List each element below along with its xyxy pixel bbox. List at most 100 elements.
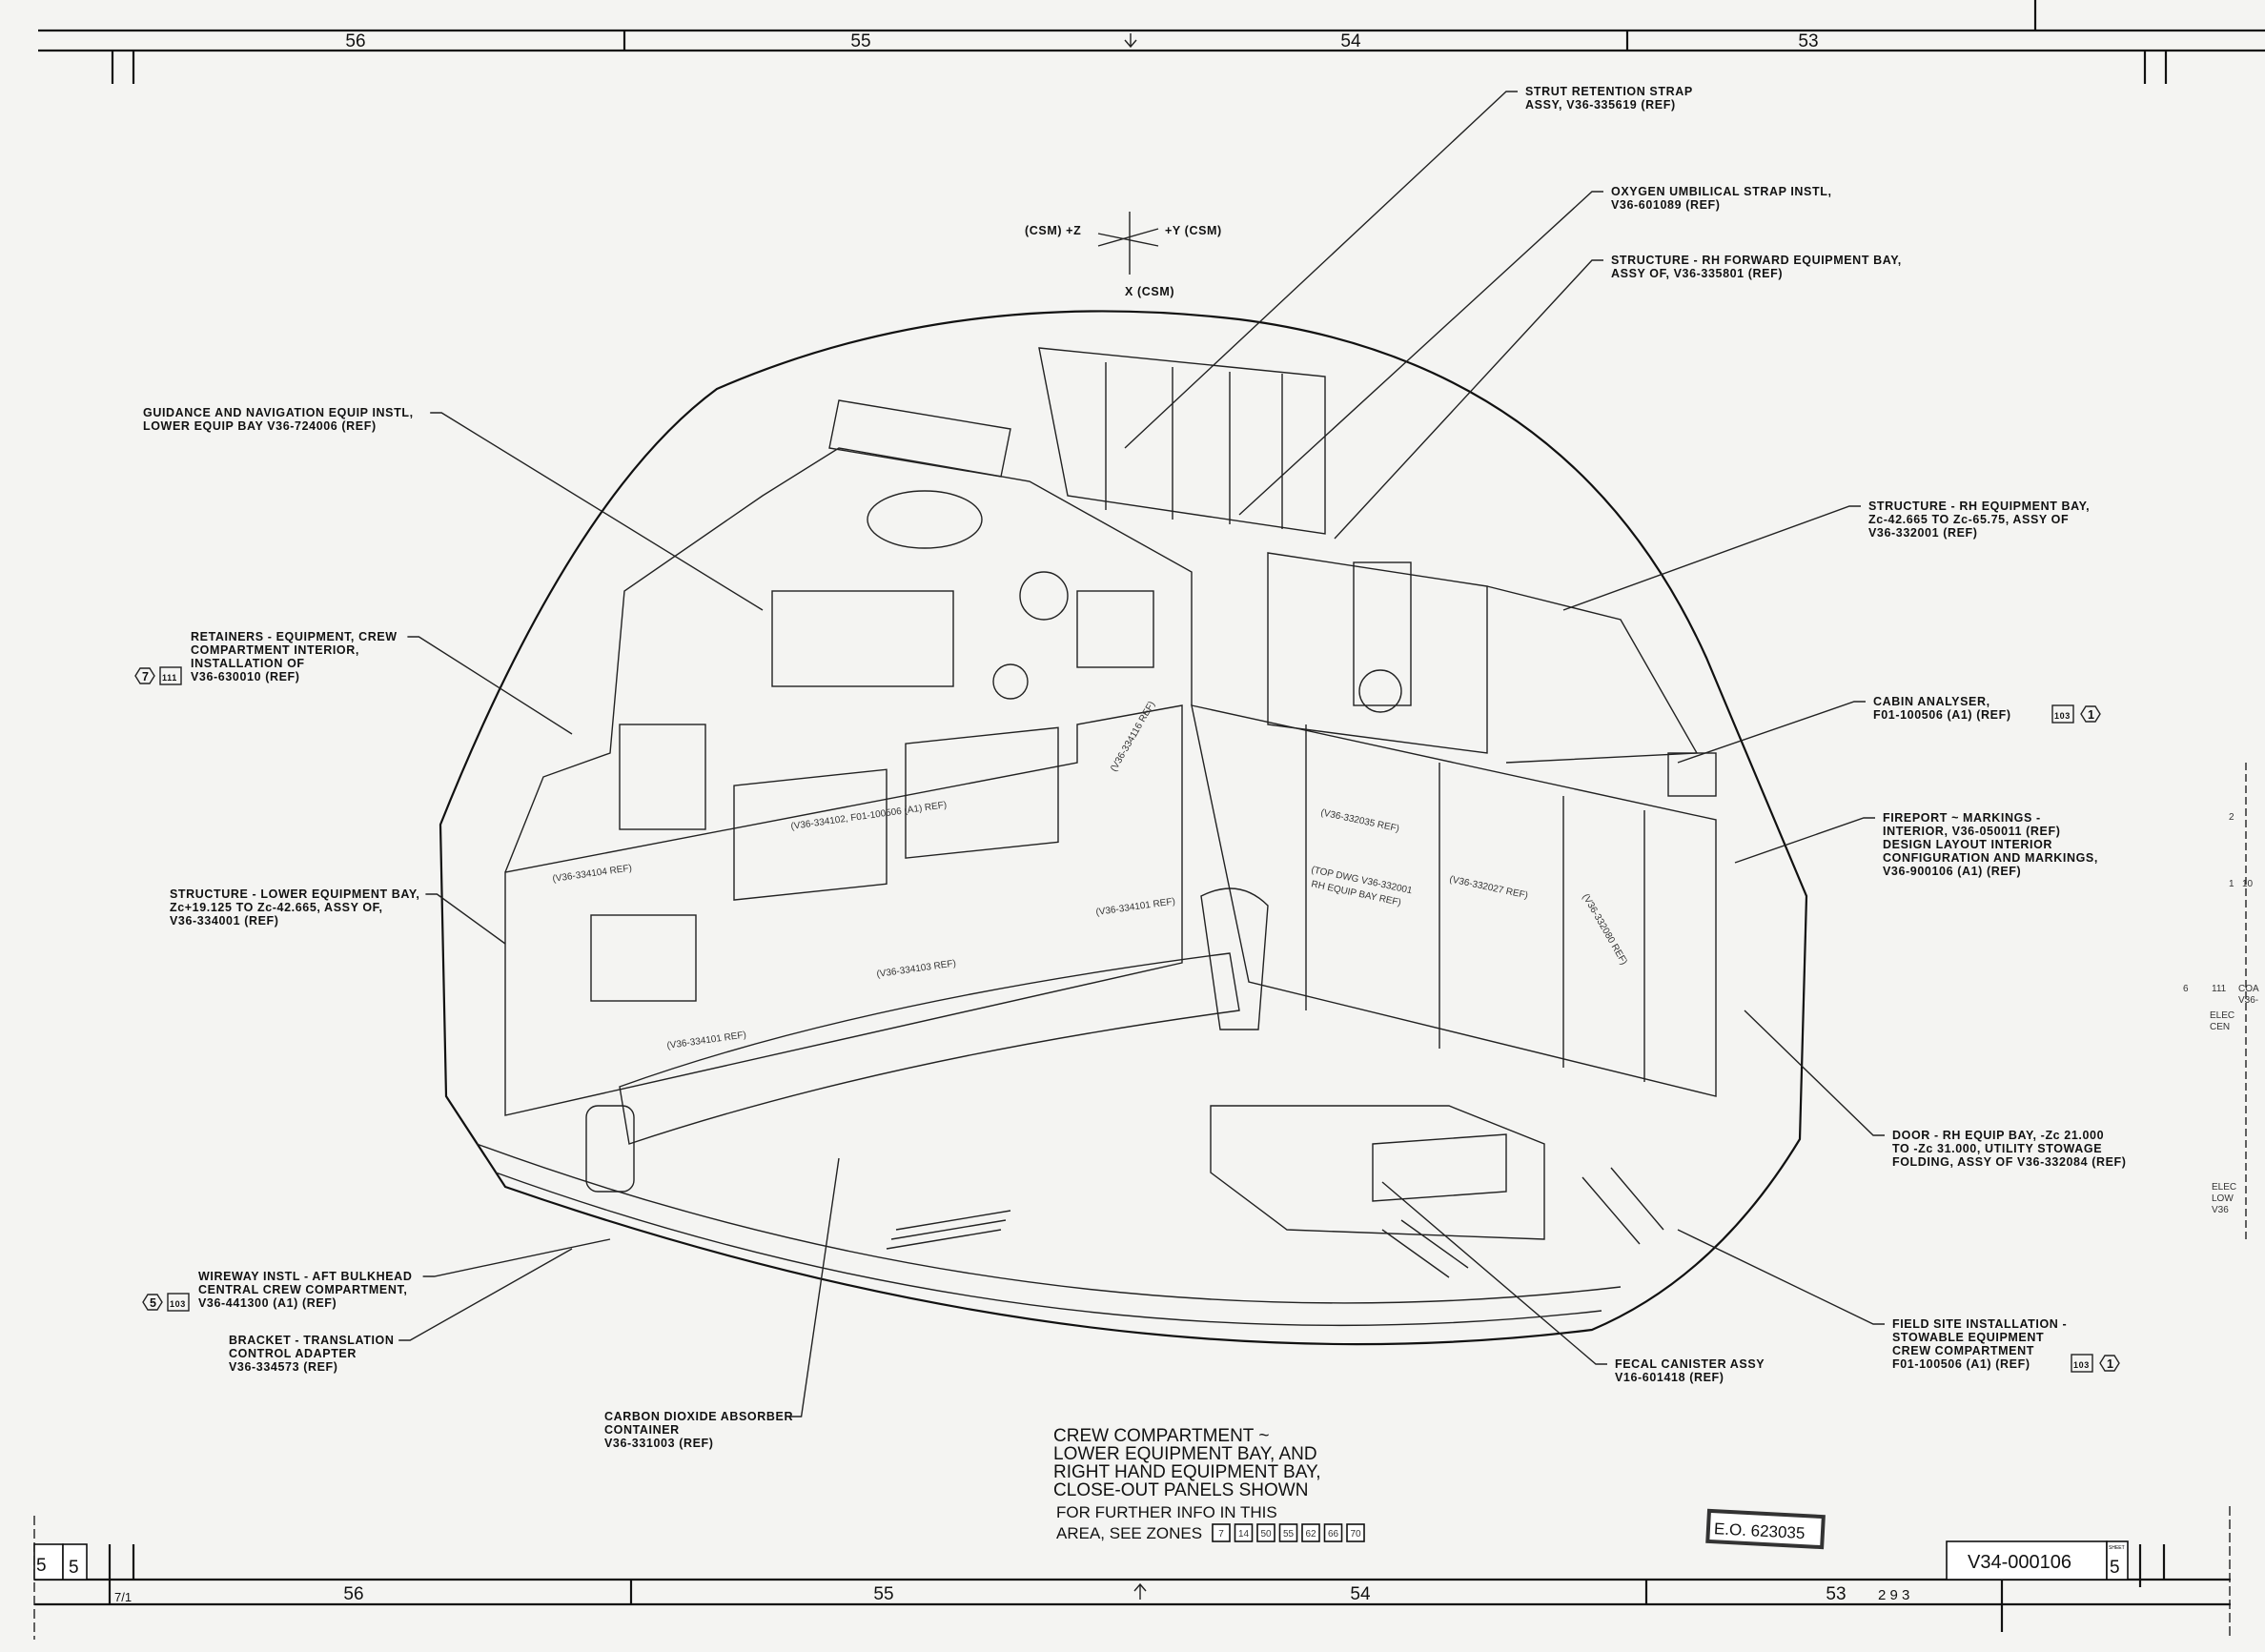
panel-label: (V36-332027 REF) <box>1448 874 1528 901</box>
zone-tag: 5 <box>150 1296 157 1310</box>
left-sheet-box <box>62 1543 88 1581</box>
edge-fragment: COA <box>2238 984 2259 994</box>
panel-labels: (V36-334104 REF) (V36-334102, F01-100506 … <box>552 700 1629 1051</box>
panel-label: (V36-334104 REF) <box>552 863 633 885</box>
callout-line: V36-331003 (REF) <box>604 1437 714 1450</box>
leader-line <box>1381 1181 1607 1365</box>
note-zones-line: FOR FURTHER INFO IN THIS <box>1056 1503 1277 1521</box>
edge-fragment: LOW <box>2212 1193 2234 1204</box>
callout-line: CONTAINER <box>604 1423 680 1437</box>
callout-line: CONFIGURATION AND MARKINGS, <box>1883 851 2098 865</box>
note-zones-line: AREA, SEE ZONES <box>1056 1524 1202 1542</box>
panel-label: (V36-334116 REF) <box>1109 700 1157 774</box>
callout-text: STRUCTURE - LOWER EQUIPMENT BAY,Zc+19.12… <box>170 887 420 928</box>
callout-line: V36-332001 (REF) <box>1868 526 1978 540</box>
callout-line: CENTRAL CREW COMPARTMENT, <box>198 1283 407 1296</box>
callout-line: WIREWAY INSTL - AFT BULKHEAD <box>198 1270 412 1283</box>
edge-fragment: 10 <box>2242 879 2254 889</box>
callout-oxygen-umbilical-strap: OXYGEN UMBILICAL STRAP INSTL,V36-601089 … <box>1238 185 1831 516</box>
note-line: CREW COMPARTMENT ~ <box>1053 1426 1269 1446</box>
callout-line: CREW COMPARTMENT <box>1892 1344 2034 1357</box>
callout-text: CABIN ANALYSER,F01-100506 (A1) (REF) <box>1873 695 2011 722</box>
drawing-note: CREW COMPARTMENT ~LOWER EQUIPMENT BAY, A… <box>1053 1426 1365 1542</box>
top-zone-strip: 56 55 54 53 <box>38 0 2265 84</box>
callout-line: STRUT RETENTION STRAP <box>1525 85 1693 98</box>
zone-hexagon-icon <box>134 667 155 684</box>
axis-indicator: (CSM) +Z +Y (CSM) X (CSM) <box>1025 212 1222 298</box>
axis-z-label: (CSM) +Z <box>1025 224 1081 237</box>
callout-line: V16-601418 (REF) <box>1615 1371 1724 1384</box>
left-sheet-number: 5 <box>69 1558 79 1578</box>
callout-line: STRUCTURE - RH FORWARD EQUIPMENT BAY, <box>1611 254 1902 267</box>
callout-structure-lower-bay: STRUCTURE - LOWER EQUIPMENT BAY,Zc+19.12… <box>170 887 506 945</box>
sheet-tag: 103 <box>170 1299 186 1309</box>
zone-tag: 7 <box>142 670 150 683</box>
center-arrow-icon <box>1124 33 1137 49</box>
axis-y-label: +Y (CSM) <box>1165 224 1222 237</box>
callout-line: STRUCTURE - RH EQUIPMENT BAY, <box>1868 500 2090 513</box>
bottom-zone-55: 55 <box>873 1584 893 1604</box>
callout-line: Zc+19.125 TO Zc-42.665, ASSY OF, <box>170 901 383 914</box>
zone-ref: 66 <box>1328 1529 1339 1540</box>
leader-line <box>430 412 764 611</box>
zone-ref: 62 <box>1305 1529 1316 1540</box>
callout-line: BRACKET - TRANSLATION <box>229 1334 394 1347</box>
callout-fireport-markings: FIREPORT ~ MARKINGS -INTERIOR, V36-05001… <box>1734 811 2098 878</box>
callout-structure-rh-bay: STRUCTURE - RH EQUIPMENT BAY,Zc-42.665 T… <box>1562 500 2090 611</box>
panel-label: (V36-334103 REF) <box>876 958 957 980</box>
callout-line: CONTROL ADAPTER <box>229 1347 357 1360</box>
crew-compartment-cutaway <box>439 310 1808 1346</box>
callout-text: STRUCTURE - RH FORWARD EQUIPMENT BAY,ASS… <box>1611 254 1902 280</box>
callout-line: DOOR - RH EQUIP BAY, -Zc 21.000 <box>1892 1129 2104 1142</box>
callout-line: F01-100506 (A1) (REF) <box>1873 708 2011 722</box>
leader-line <box>1562 505 1861 611</box>
note-line: CLOSE-OUT PANELS SHOWN <box>1053 1480 1308 1500</box>
revision-mark: 2 9 3 <box>1878 1587 1909 1603</box>
leader-line <box>1744 1010 1885 1136</box>
zone-ref-box <box>1323 1523 1343 1542</box>
top-zone-54: 54 <box>1340 31 1361 51</box>
callout-structure-rh-forward-bay: STRUCTURE - RH FORWARD EQUIPMENT BAY,ASS… <box>1334 254 1902 540</box>
panel-label: (V36-334102, F01-100506 (A1) REF) <box>790 800 948 832</box>
note-line: RIGHT HAND EQUIPMENT BAY, <box>1053 1462 1320 1482</box>
callout-line: INSTALLATION OF <box>191 657 305 670</box>
zone-ref-box <box>1234 1523 1254 1542</box>
edge-fragment: 6 <box>2183 984 2189 994</box>
callout-line: CARBON DIOXIDE ABSORBER <box>604 1410 793 1423</box>
leader-line <box>1734 817 1875 864</box>
leader-line <box>407 636 573 735</box>
sheet-tag-box <box>2051 704 2074 724</box>
zone-hexagon-icon <box>2080 705 2101 723</box>
callout-field-site-installation: FIELD SITE INSTALLATION -STOWABLE EQUIPM… <box>1677 1229 2120 1373</box>
zone-hexagon-icon <box>142 1294 163 1311</box>
leader-line <box>1238 191 1603 516</box>
callout-line: V36-601089 (REF) <box>1611 198 1721 212</box>
top-zone-55: 55 <box>850 31 870 51</box>
top-zone-53: 53 <box>1798 31 1818 51</box>
callout-line: CABIN ANALYSER, <box>1873 695 1990 708</box>
callout-line: F01-100506 (A1) (REF) <box>1892 1357 2030 1371</box>
svg-text:E.O. 623035: E.O. 623035 <box>1713 1519 1805 1542</box>
leader-line <box>789 1157 840 1417</box>
eo-stamp: E.O. 623035 <box>1705 1508 1826 1550</box>
callout-line: ASSY OF, V36-335801 (REF) <box>1611 267 1783 280</box>
left-zone-fragment: 5 <box>36 1556 47 1576</box>
zone-ref: 14 <box>1238 1529 1250 1540</box>
callout-line: V36-334573 (REF) <box>229 1360 338 1374</box>
note-line: LOWER EQUIPMENT BAY, AND <box>1053 1444 1317 1464</box>
callout-line: V36-441300 (A1) (REF) <box>198 1296 337 1310</box>
leader-line <box>1677 1229 1885 1325</box>
edge-fragment: 111 <box>2212 984 2227 994</box>
leader-line <box>1124 91 1518 449</box>
zone-ref: 55 <box>1283 1529 1295 1540</box>
